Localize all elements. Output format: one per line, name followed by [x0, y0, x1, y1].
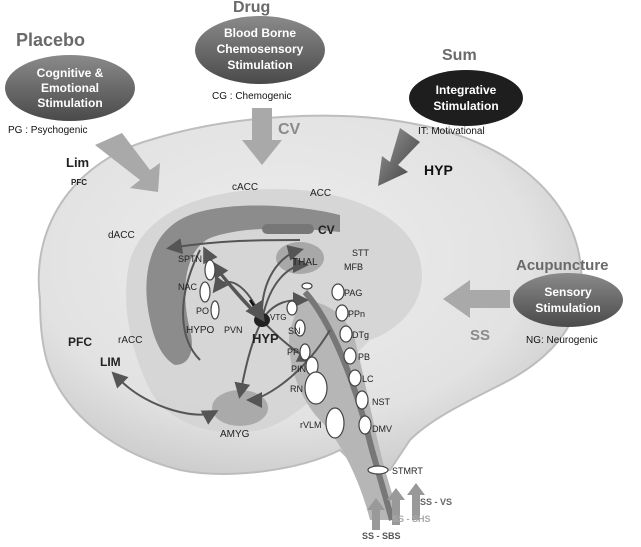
stmrt-nucleus: [367, 465, 389, 475]
placebo-line2: Emotional: [41, 81, 99, 95]
lc-nucleus: [348, 369, 362, 387]
acupuncture-caption: NG: Neurogenic: [526, 335, 598, 346]
spinal-arrow-2: [387, 488, 405, 525]
hyp-arrow: [245, 299, 265, 323]
sum-arrow: [378, 128, 420, 186]
cv-bar: [262, 224, 314, 234]
label-acc: ACC: [310, 188, 331, 199]
sn-nucleus: [294, 319, 306, 337]
label-vtg: VTG: [270, 313, 286, 322]
placebo-line1: Cognitive &: [37, 66, 104, 80]
placebo-heading: Placebo: [16, 30, 85, 50]
sum-line1: Integrative: [436, 83, 497, 97]
label-dtg: DTg: [352, 330, 369, 340]
drug-line3: Stimulation: [227, 58, 292, 72]
pvn-nucleus: [254, 313, 270, 327]
pag-nucleus: [331, 283, 345, 301]
spinal-tract: [302, 290, 395, 521]
label-pin: PIN: [291, 364, 306, 374]
label-pvn: PVN: [224, 325, 243, 335]
drug-oval: [195, 16, 325, 84]
dtg-nucleus: [339, 325, 353, 343]
label-dacc: dACC: [108, 230, 135, 241]
sptn-nucleus: [204, 259, 216, 281]
label-hypo: HYPO: [186, 325, 215, 336]
placebo-arrow-sub: PFC: [71, 178, 87, 187]
dmv-nucleus: [358, 415, 372, 435]
spinal-arrow-1: [367, 498, 385, 530]
pb-nucleus: [343, 347, 357, 365]
sum-heading: Sum: [442, 47, 477, 64]
acupuncture-oval: [513, 273, 623, 327]
label-nac: NAC: [178, 282, 198, 292]
placebo-oval: [5, 55, 135, 121]
spinal-arrow-3: [407, 483, 425, 520]
placebo-caption: PG : Psychogenic: [8, 125, 87, 136]
label-thal: THAL: [292, 257, 318, 268]
label-hyp-inner: HYP: [252, 331, 279, 346]
label-rvlm: rVLM: [300, 420, 322, 430]
nac-nucleus: [199, 281, 211, 303]
acupuncture-arrow-label: SS: [470, 327, 490, 344]
label-lc: LC: [362, 374, 374, 384]
label-po: PO: [196, 306, 209, 316]
drug-line2: Chemosensory: [217, 42, 304, 56]
label-stt: STT: [352, 248, 370, 258]
sum-caption: IT: Motivational: [418, 126, 485, 137]
drug-caption: CG : Chemogenic: [212, 91, 291, 102]
placebo-arrow-label: Lim: [66, 155, 89, 170]
sum-oval: [409, 70, 523, 126]
label-ppn: PPn: [348, 309, 365, 319]
placebo-line3: Stimulation: [37, 96, 102, 110]
acupuncture-arrow: [443, 280, 510, 318]
label-amyg: AMYG: [220, 429, 250, 440]
label-racc: rACC: [118, 335, 142, 346]
nuclei: [199, 259, 389, 475]
nst-nucleus: [355, 390, 369, 410]
drug-heading: Drug: [233, 0, 270, 16]
label-stmrt: STMRT: [392, 466, 423, 476]
label-sptn: SPTN: [178, 254, 202, 264]
acupuncture-line2: Stimulation: [535, 301, 600, 315]
amygdala: [212, 390, 268, 426]
vtg-nucleus: [286, 300, 298, 316]
po-nucleus: [210, 300, 220, 320]
placebo-arrow: [95, 133, 160, 192]
sum-line2: Stimulation: [433, 99, 498, 113]
label-pag: PAG: [344, 288, 362, 298]
stt-mfb-nucleus: [301, 282, 313, 290]
drug-arrow: [242, 108, 282, 165]
acupuncture-heading: Acupuncture: [516, 257, 609, 274]
label-pb: PB: [358, 352, 370, 362]
label-lim: LIM: [100, 355, 121, 369]
sum-arrow-label: HYP: [424, 162, 453, 178]
label-dmv: DMV: [372, 424, 392, 434]
drug-arrow-label: CV: [278, 121, 301, 138]
label-cv-inner: CV: [318, 223, 335, 237]
label-pfc: PFC: [68, 335, 92, 349]
spinal-label-shs: SS - SHS: [392, 514, 431, 524]
drug-line1: Blood Borne: [224, 26, 296, 40]
brainstem: [289, 300, 400, 520]
pp-nucleus: [299, 343, 311, 361]
label-mfb: MFB: [344, 262, 363, 272]
spinal-label-sbs: SS - SBS: [362, 531, 401, 541]
label-sn: SN: [288, 326, 301, 336]
rvlm-nucleus: [325, 407, 345, 439]
ppn-nucleus: [335, 304, 349, 322]
label-pp: PP: [287, 347, 299, 357]
acupuncture-line1: Sensory: [544, 285, 592, 299]
rn-nucleus: [304, 371, 328, 405]
label-cacc: cACC: [232, 182, 258, 193]
label-nst: NST: [372, 397, 391, 407]
spinal-label-vs: SS - VS: [420, 497, 452, 507]
label-rn: RN: [290, 384, 303, 394]
input-arrows: [95, 108, 510, 530]
